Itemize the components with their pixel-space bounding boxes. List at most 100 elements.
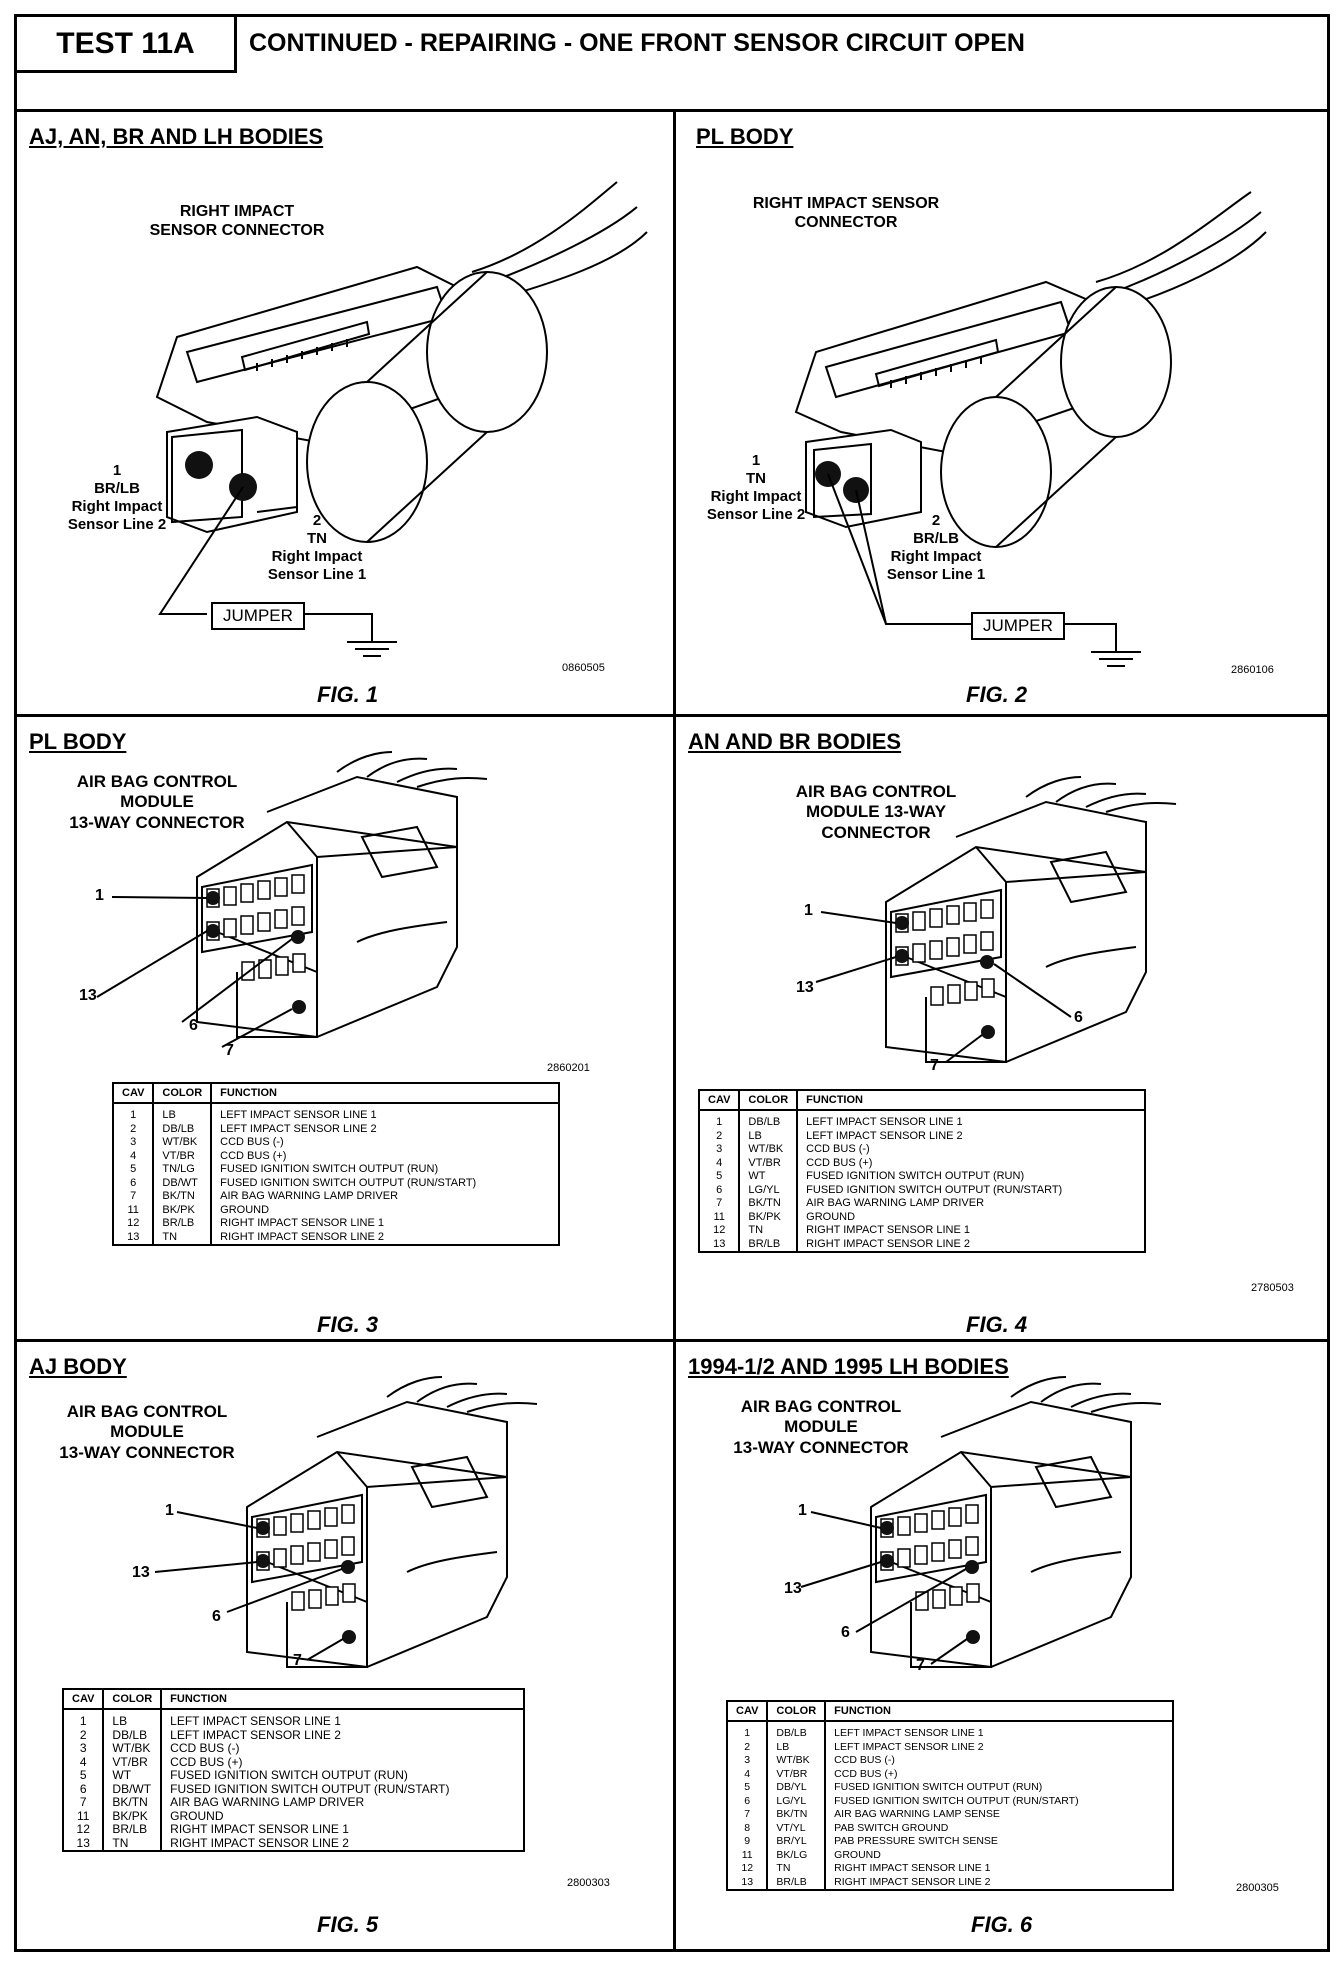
cav-cell: 12: [697, 1224, 741, 1238]
color-cell: BK/TN: [766, 1808, 827, 1822]
jumper-box: JUMPER: [211, 602, 305, 630]
function-cell: LEFT IMPACT SENSOR LINE 2: [210, 1122, 561, 1136]
cav-cell: 13: [61, 1836, 105, 1852]
cav-cell: 5: [725, 1781, 769, 1795]
function-cell: RIGHT IMPACT SENSOR LINE 2: [160, 1836, 526, 1852]
function-cell: RIGHT IMPACT SENSOR LINE 2: [824, 1875, 1175, 1891]
cav-cell: 11: [111, 1203, 155, 1217]
color-cell: LB: [102, 1709, 163, 1729]
function-cell: AIR BAG WARNING LAMP SENSE: [824, 1808, 1175, 1822]
cav-cell: 6: [697, 1183, 741, 1197]
color-cell: WT/BK: [738, 1143, 799, 1157]
cav-cell: 5: [697, 1170, 741, 1184]
color-cell: VT/BR: [766, 1767, 827, 1781]
cav-cell: 4: [697, 1156, 741, 1170]
figure-4-panel: AN AND BR BODIES: [676, 717, 1327, 1342]
cav-cell: 2: [61, 1728, 105, 1742]
col-color: COLOR: [766, 1700, 827, 1722]
color-cell: DB/LB: [152, 1122, 213, 1136]
function-cell: CCD BUS (-): [160, 1741, 526, 1756]
function-cell: FUSED IGNITION SWITCH OUTPUT (RUN/START): [796, 1183, 1147, 1197]
function-cell: LEFT IMPACT SENSOR LINE 1: [160, 1709, 526, 1729]
pin-1-label: 1 TN Right Impact Sensor Line 2: [706, 452, 806, 523]
pin-1-label: 1 BR/LB Right Impact Sensor Line 2: [67, 462, 167, 533]
color-cell: TN: [766, 1862, 827, 1876]
col-cav: CAV: [111, 1082, 155, 1104]
page-title: CONTINUED - REPAIRING - ONE FRONT SENSOR…: [249, 29, 1025, 57]
pin-6-callout: 6: [841, 1624, 850, 1641]
cav-cell: 3: [61, 1741, 105, 1756]
pin-13-callout: 13: [79, 987, 97, 1004]
figure-3-panel: PL BODY: [17, 717, 676, 1342]
color-cell: TN: [738, 1224, 799, 1238]
cav-cell: 12: [111, 1217, 155, 1231]
color-cell: WT/BK: [766, 1754, 827, 1768]
color-cell: DB/WT: [152, 1176, 213, 1190]
col-function: FUNCTION: [824, 1700, 1175, 1722]
color-cell: BK/TN: [102, 1795, 163, 1810]
figure-2-panel: PL BODY RIGHT IMPACT SENSOR CONNECTOR 1 …: [676, 112, 1327, 717]
function-cell: AIR BAG WARNING LAMP DRIVER: [210, 1190, 561, 1204]
service-manual-page: TEST 11A CONTINUED - REPAIRING - ONE FRO…: [14, 14, 1330, 1952]
acm-connector-label: AIR BAG CONTROL MODULE 13-WAY CONNECTOR: [59, 1402, 235, 1462]
13-way-connector-illustration: [815, 776, 1177, 1064]
pin-7-callout: 7: [930, 1057, 939, 1074]
function-cell: FUSED IGNITION SWITCH OUTPUT (RUN/START): [160, 1782, 526, 1796]
function-cell: RIGHT IMPACT SENSOR LINE 2: [796, 1237, 1147, 1253]
color-cell: DB/YL: [766, 1781, 827, 1795]
figure-code: 2800305: [1236, 1882, 1279, 1894]
sensor-connector-illustration: [794, 191, 1267, 667]
cav-cell: 7: [61, 1795, 105, 1810]
13-way-connector-illustration: [154, 1376, 538, 1669]
cav-cell: 7: [697, 1197, 741, 1211]
cav-cell: 3: [697, 1143, 741, 1157]
function-cell: CCD BUS (-): [824, 1754, 1175, 1768]
cav-cell: 8: [725, 1821, 769, 1835]
color-cell: BR/LB: [152, 1217, 213, 1231]
cav-cell: 4: [725, 1767, 769, 1781]
col-color: COLOR: [102, 1688, 163, 1710]
figure-code: 2780503: [1251, 1282, 1294, 1294]
color-cell: WT/BK: [152, 1136, 213, 1150]
pin-13-callout: 13: [796, 979, 814, 996]
figure-code: 2800303: [567, 1877, 610, 1889]
cav-cell: 7: [111, 1190, 155, 1204]
figure-code: 2860106: [1231, 664, 1274, 676]
pin-6-callout: 6: [212, 1608, 221, 1625]
cav-cell: 3: [111, 1136, 155, 1150]
pin-7-callout: 7: [293, 1652, 302, 1669]
function-cell: GROUND: [160, 1809, 526, 1823]
col-color: COLOR: [738, 1089, 799, 1111]
color-cell: TN: [102, 1836, 163, 1852]
cav-cell: 1: [61, 1709, 105, 1729]
function-cell: LEFT IMPACT SENSOR LINE 2: [796, 1129, 1147, 1143]
function-cell: LEFT IMPACT SENSOR LINE 1: [796, 1110, 1147, 1130]
figure-5-panel: AJ BODY: [17, 1342, 676, 1949]
figure-2-caption: FIG. 2: [966, 682, 1028, 707]
function-cell: LEFT IMPACT SENSOR LINE 1: [824, 1721, 1175, 1741]
cav-cell: 11: [61, 1809, 105, 1823]
function-cell: CCD BUS (+): [796, 1156, 1147, 1170]
function-cell: PAB SWITCH GROUND: [824, 1821, 1175, 1835]
function-cell: CCD BUS (-): [796, 1143, 1147, 1157]
color-cell: LB: [738, 1129, 799, 1143]
cav-cell: 12: [61, 1822, 105, 1837]
color-cell: BK/TN: [738, 1197, 799, 1211]
13-way-connector-illustration: [800, 1376, 1162, 1669]
col-function: FUNCTION: [210, 1082, 561, 1104]
